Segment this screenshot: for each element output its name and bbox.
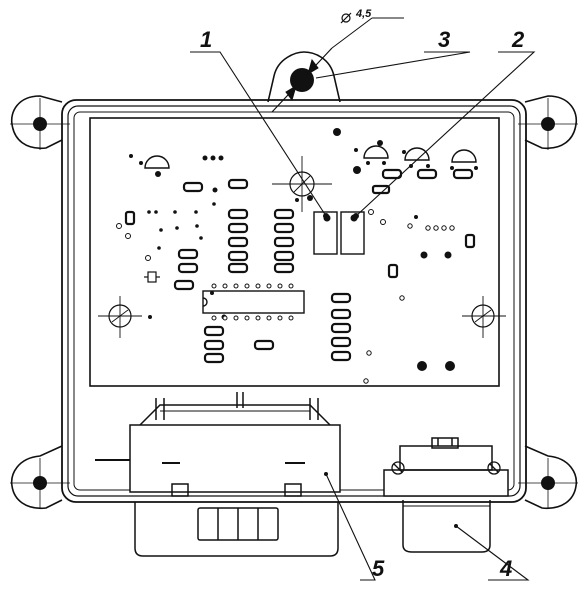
ear-bottom-right bbox=[524, 445, 578, 510]
terminal-block bbox=[95, 392, 341, 557]
relay-blocks bbox=[313, 211, 365, 255]
open-pads bbox=[116, 209, 455, 384]
callout-5: 5 bbox=[372, 556, 385, 581]
smd-components bbox=[124, 168, 476, 364]
pcb-screws bbox=[108, 171, 495, 328]
ear-top-center bbox=[267, 51, 341, 103]
pcb bbox=[89, 117, 506, 387]
hole-dimension bbox=[271, 12, 404, 113]
enclosure-outer bbox=[61, 99, 527, 503]
pcb-outline bbox=[89, 117, 500, 387]
callout-4: 4 bbox=[499, 556, 512, 581]
ic-pins bbox=[211, 283, 294, 321]
mounting-ears bbox=[10, 51, 578, 510]
leader-lines bbox=[190, 51, 536, 581]
cable-connector bbox=[383, 437, 509, 553]
hole-diameter-label: 4,5 bbox=[355, 8, 372, 20]
callout-2: 2 bbox=[511, 27, 525, 52]
callout-1: 1 bbox=[200, 27, 212, 52]
transistors bbox=[144, 145, 477, 169]
ic-chip bbox=[202, 290, 305, 314]
diode bbox=[144, 271, 160, 283]
ear-bottom-left bbox=[10, 445, 63, 510]
callout-3: 3 bbox=[438, 27, 450, 52]
